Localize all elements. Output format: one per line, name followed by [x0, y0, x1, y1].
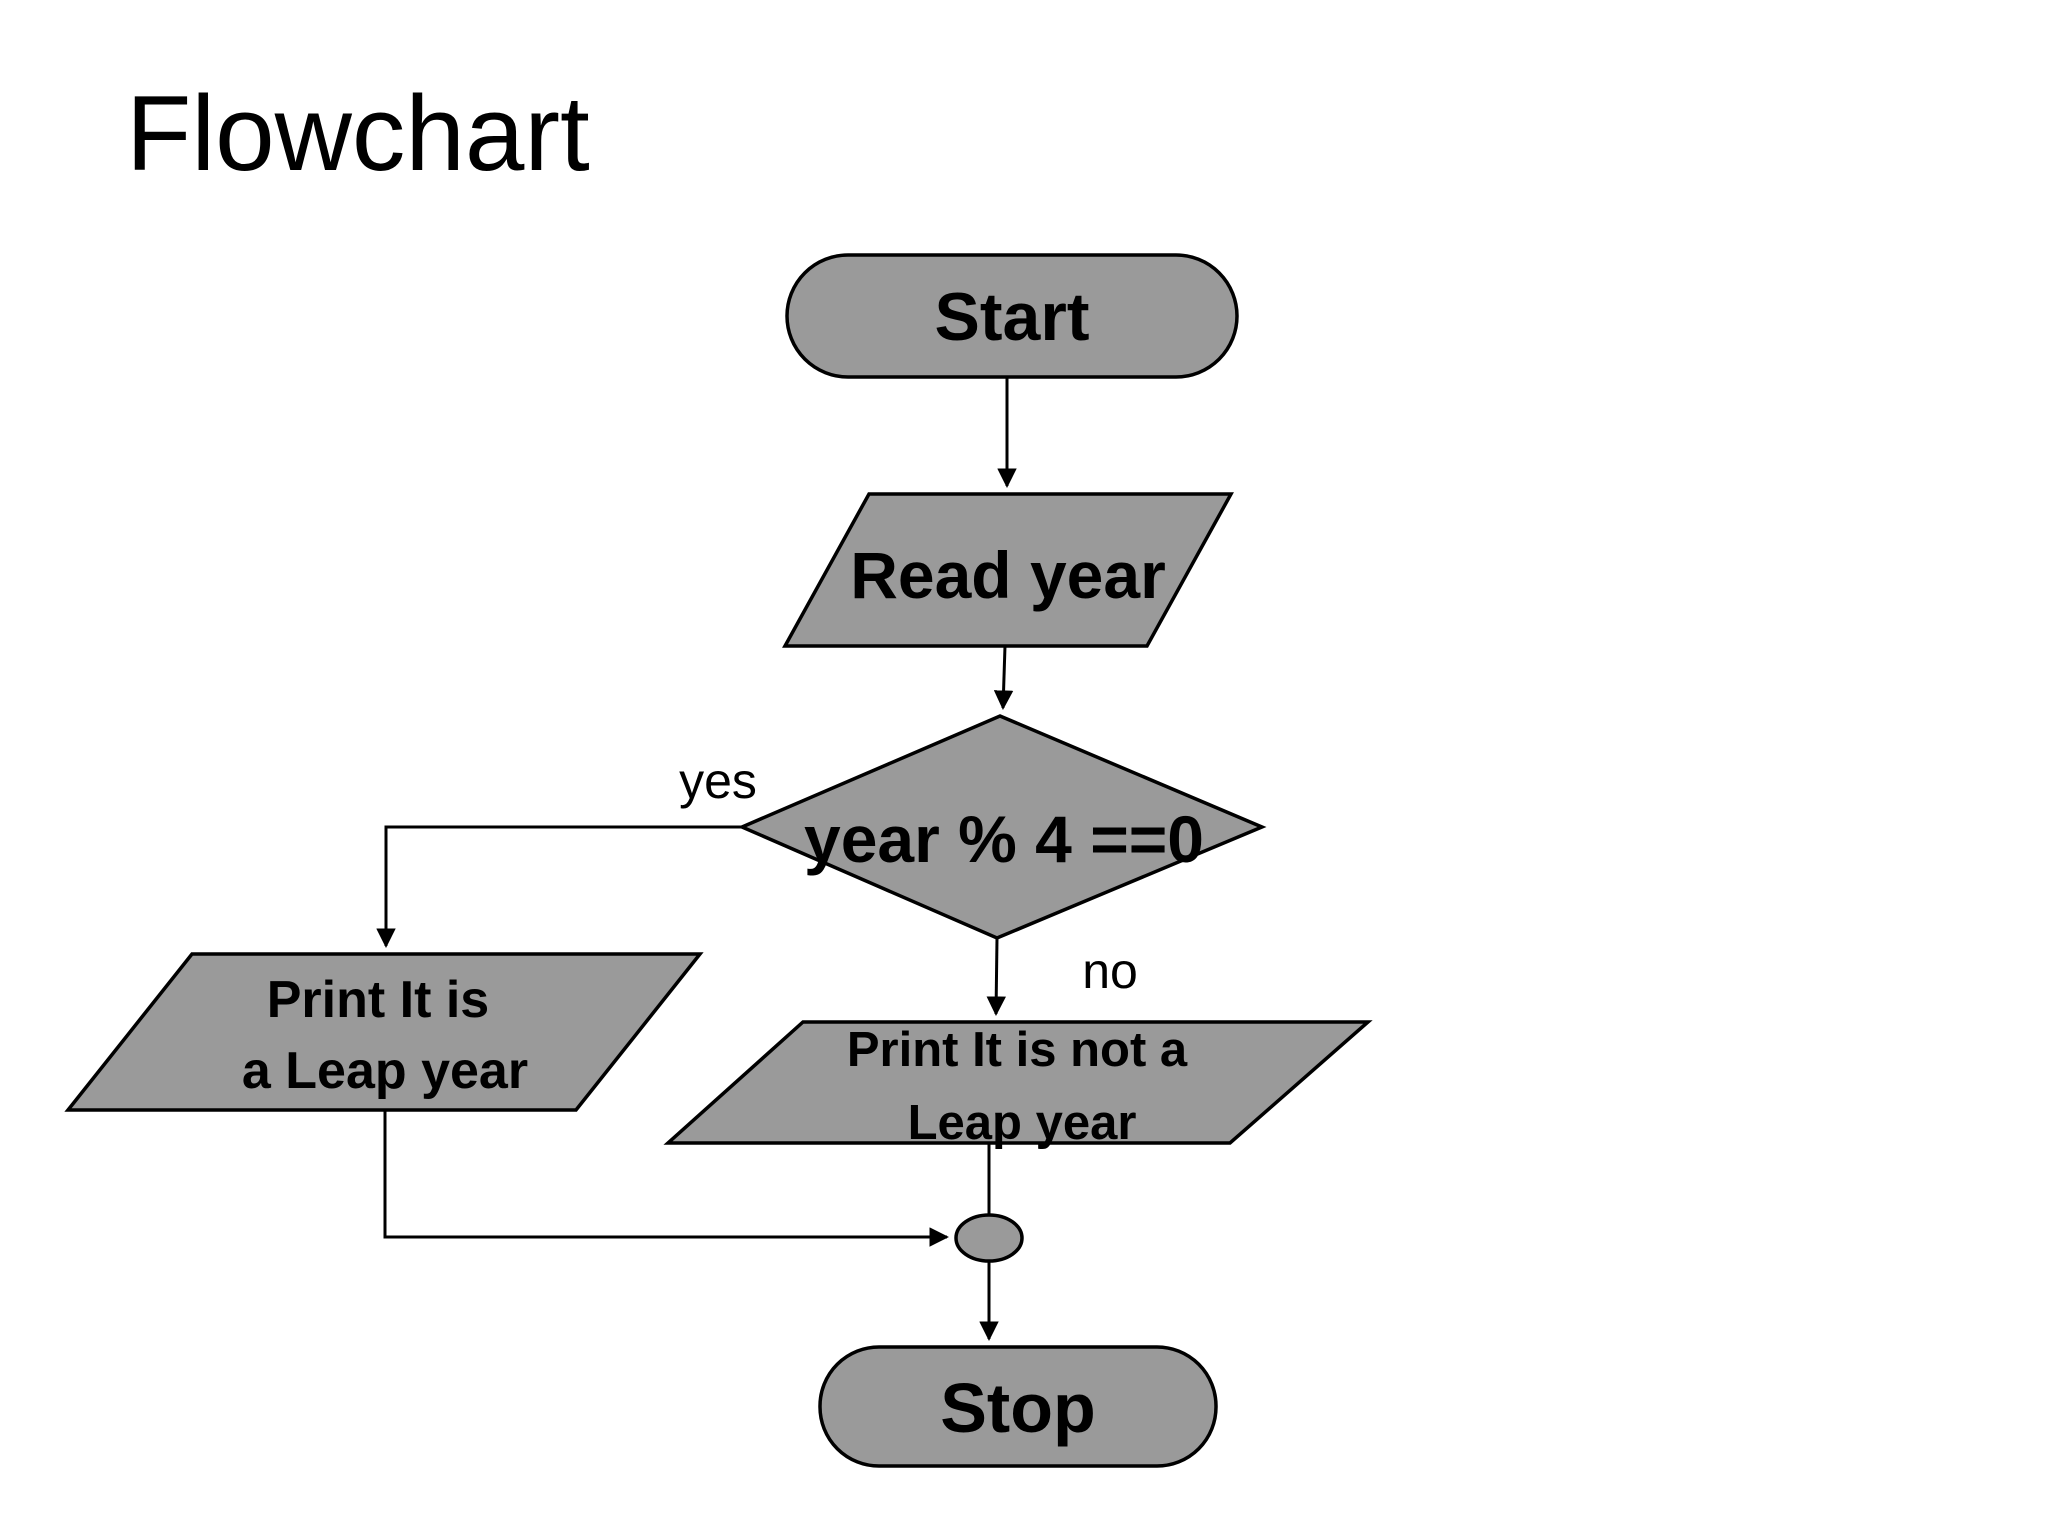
node-read-year-shape	[782, 492, 1234, 648]
node-decision-label: year % 4 ==0	[804, 802, 1204, 876]
node-print-leap-line2: a Leap year	[242, 1042, 528, 1100]
node-print-leap-line1: Print It is	[267, 971, 489, 1029]
node-start-shape	[785, 253, 1239, 379]
branch-label-no: no	[1082, 943, 1138, 999]
branch-label-yes: yes	[679, 753, 757, 809]
page-title: Flowchart	[126, 73, 590, 193]
node-print-leap-shape	[64, 952, 704, 1112]
edge-decision-no-branch	[986, 937, 1006, 1016]
node-print-not-leap-shape	[663, 1020, 1373, 1145]
edge-read-to-decision	[993, 645, 1014, 710]
node-read-year-label: Read year	[850, 538, 1166, 612]
node-start-label: Start	[935, 279, 1090, 355]
edge-leap-to-junction	[383, 1110, 949, 1247]
node-stop-shape	[818, 1345, 1218, 1468]
node-stop-label: Stop	[940, 1369, 1096, 1447]
node-print-not-leap-line1: Print It is not a	[847, 1023, 1188, 1077]
node-decision-shape	[737, 714, 1267, 940]
node-print-not-leap-line2: Leap year	[908, 1096, 1137, 1150]
connector-junction-circle	[954, 1213, 1024, 1263]
edge-decision-yes-branch	[376, 825, 742, 948]
